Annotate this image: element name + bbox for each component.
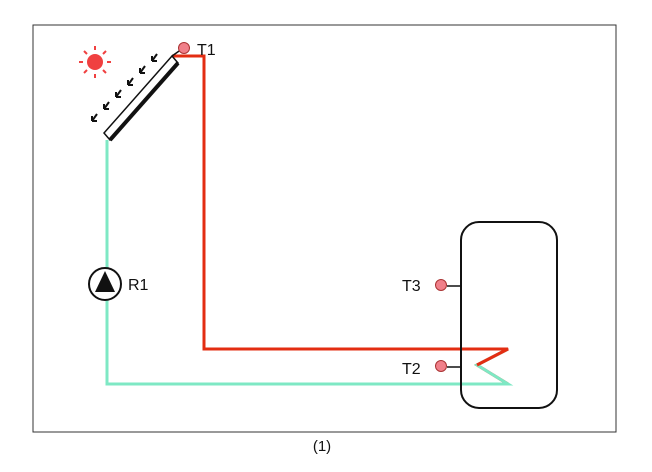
sun-icon — [79, 46, 111, 78]
cold-return-pipe — [105, 140, 514, 386]
sunlight-arrows-icon — [91, 53, 158, 122]
sensor-t2-label: T2 — [402, 361, 421, 378]
sensor-t3-label: T3 — [402, 278, 421, 295]
diagram-caption: (1) — [313, 438, 331, 455]
sensor-t2-icon — [435, 360, 447, 372]
solar-collector-icon — [103, 54, 180, 142]
diagram-frame — [32, 24, 617, 433]
pump-r1-label: R1 — [128, 277, 149, 294]
sensor-t1-icon — [178, 42, 190, 54]
hot-supply-pipe — [172, 54, 509, 386]
pump-icon — [88, 267, 122, 301]
sensor-t1-label: T1 — [197, 42, 216, 59]
heat-exchanger-coil — [204, 347, 509, 367]
tank-icon — [460, 221, 558, 409]
sensor-t3-icon — [435, 279, 447, 291]
